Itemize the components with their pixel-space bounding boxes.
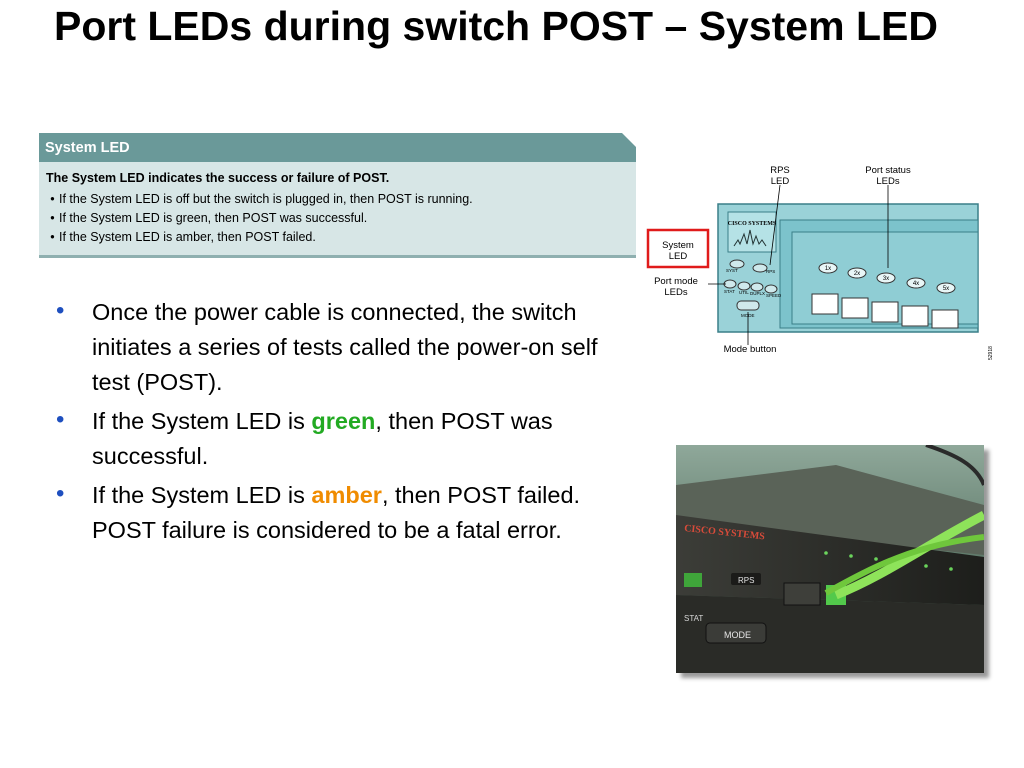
led-text-stat: STAT [724, 289, 735, 294]
bullet-text: Once the power cable is connected, the s… [92, 299, 598, 395]
switch-photo: CISCO SYSTEMS RPS STAT MODE [676, 445, 984, 673]
system-led-info-box: System LED The System LED indicates the … [39, 133, 636, 258]
bullet-text: If the System LED is [92, 408, 312, 434]
port-mode-leds-label: Port mode LEDs [654, 276, 698, 298]
port-text: 1x [825, 266, 831, 272]
bullet-text: , then POST was successful. [92, 408, 553, 469]
amber-highlight: amber [311, 482, 382, 508]
led-text-util: UTIL [739, 290, 749, 295]
bullet-item: • If the System LED is amber, then POST … [56, 478, 626, 548]
info-box-list: If the System LED is off but the switch … [46, 190, 473, 247]
rps-led-label: RPS LED [770, 165, 790, 187]
photo-rps-label: RPS [738, 576, 754, 585]
port-status-leds-label: Port status LEDs [865, 165, 911, 187]
port-text: 4x [913, 281, 919, 287]
photo-stat-label: STAT [684, 614, 703, 623]
bullet-dot-icon: • [56, 406, 65, 433]
port-text: 5x [943, 286, 949, 292]
switch-photo-svg: CISCO SYSTEMS RPS STAT MODE [676, 445, 984, 673]
port-text: 2x [854, 271, 860, 277]
bullet-text: If the System LED is [92, 482, 312, 508]
mode-button-label: Mode button [723, 344, 777, 355]
photo-mode-label: MODE [724, 630, 751, 640]
bullet-dot-icon: • [56, 297, 65, 324]
bullet-item: • Once the power cable is connected, the… [56, 295, 626, 400]
bullet-dot-icon: • [56, 480, 65, 507]
switch-diagram-svg: CISCO SYSTEMS SYST RPS STAT UTIL DUPLX S… [646, 184, 994, 360]
led-text-syst: SYST [726, 268, 738, 273]
info-box-item: If the System LED is off but the switch … [46, 190, 473, 209]
bullet-list: • Once the power cable is connected, the… [56, 295, 626, 552]
info-box-item: If the System LED is amber, then POST fa… [46, 228, 473, 247]
bullet-item: • If the System LED is green, then POST … [56, 404, 626, 474]
diagram-brand: CISCO SYSTEMS [728, 221, 777, 227]
system-led-label: System LED [662, 240, 694, 262]
slide-title: Port LEDs during switch POST – System LE… [54, 3, 938, 49]
bullet-text: , then POST failed. POST failure is cons… [92, 482, 581, 543]
switch-front-panel-diagram: CISCO SYSTEMS SYST RPS STAT UTIL DUPLX S… [640, 160, 1010, 370]
led-text-speed: SPEED [766, 293, 782, 298]
info-box-item: If the System LED is green, then POST wa… [46, 209, 473, 228]
info-box-header: System LED [39, 133, 636, 162]
info-box-lead: The System LED indicates the success or … [46, 171, 390, 185]
port-text: 3x [883, 276, 889, 282]
led-text-rps: RPS [766, 269, 775, 274]
led-text-duplx: DUPLX [750, 291, 765, 296]
green-highlight: green [311, 408, 376, 434]
figure-id: 52918 [988, 346, 994, 360]
